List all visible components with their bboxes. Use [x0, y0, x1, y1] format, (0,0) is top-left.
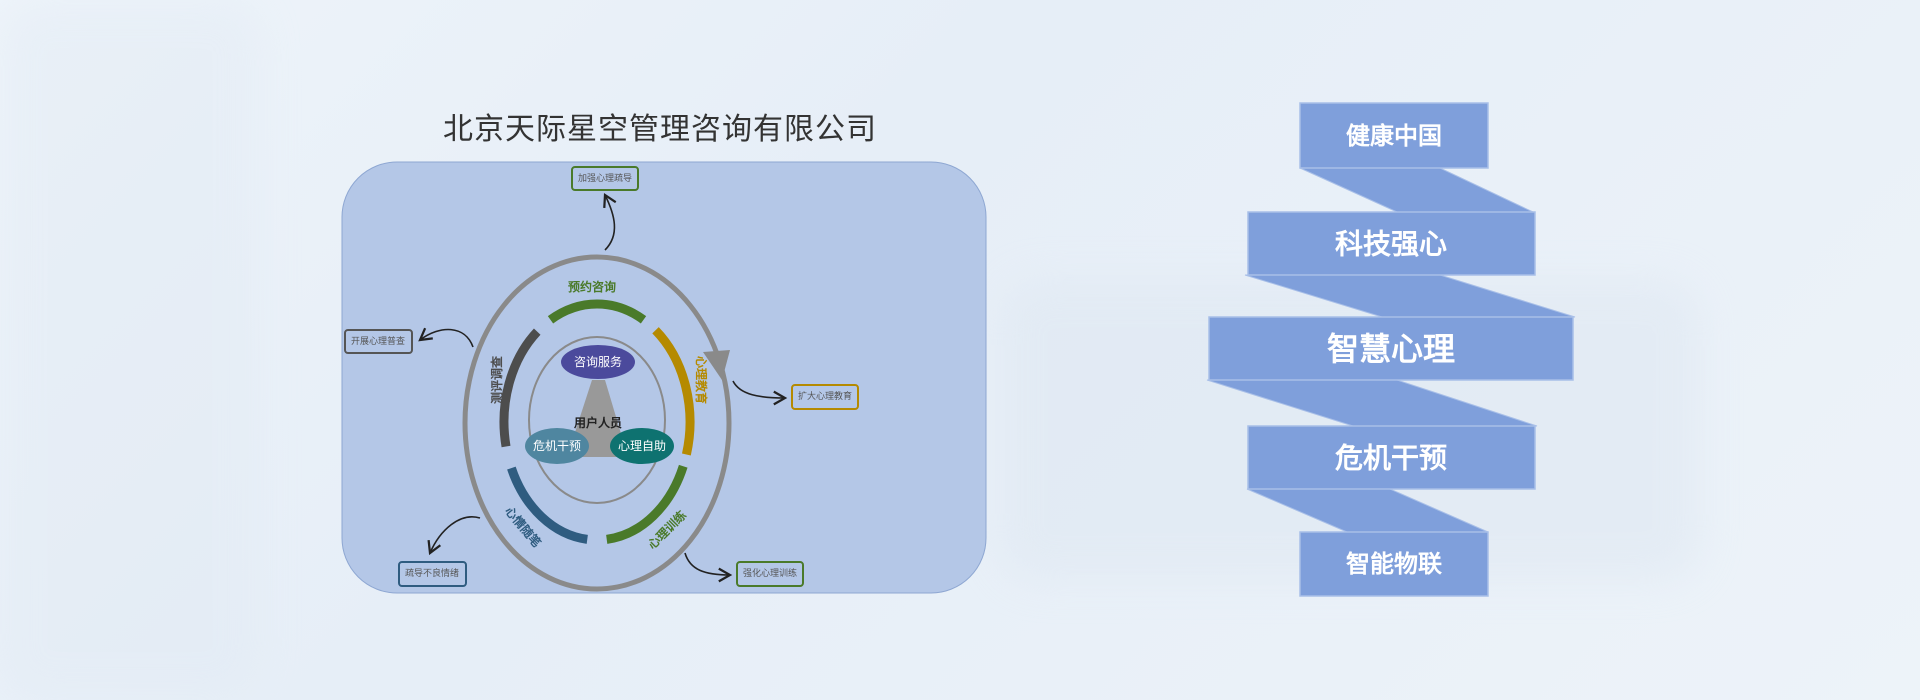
- cycle-arrowhead-icon: [703, 350, 730, 380]
- outcome-box-bottom-left: [398, 561, 467, 587]
- node-crisis: [525, 428, 589, 464]
- ribbon-item-health-china: [1299, 102, 1489, 169]
- arrow-bottom-left-icon: [427, 516, 481, 556]
- company-title: 北京天际星空管理咨询有限公司: [443, 112, 877, 147]
- diagram-panel: [341, 161, 987, 594]
- arc-education: [652, 327, 695, 456]
- background-decoration: [0, 0, 260, 700]
- outcome-box-top: [571, 166, 639, 191]
- node-consulting: [561, 345, 635, 379]
- ribbon-fold: [1246, 488, 1489, 533]
- ribbon-item-smart-psychology: [1208, 316, 1574, 381]
- inner-ring: [528, 336, 666, 504]
- outcome-left-label: 开展心理普查: [351, 335, 405, 347]
- node-consulting-label: 咨询服务: [574, 354, 622, 369]
- arrow-up-icon: [603, 192, 617, 251]
- ribbon-label: 科技强心: [1335, 228, 1447, 261]
- outcome-box-left: [344, 329, 413, 354]
- arc-label-appointment: 预约咨询: [568, 279, 616, 294]
- ribbon-item-tech: [1247, 211, 1536, 276]
- arc-label-assessment: 测评调查: [489, 355, 504, 404]
- outcome-top-label: 加强心理疏导: [578, 172, 632, 184]
- outcome-box-right: [791, 384, 859, 410]
- arrow-right-icon: [732, 380, 788, 406]
- ribbon-label: 健康中国: [1346, 122, 1442, 150]
- outcome-box-bottom-right: [736, 561, 804, 587]
- arrow-bottom-right-icon: [684, 552, 733, 583]
- outer-cycle-ring: [462, 254, 732, 592]
- arrow-left-icon: [418, 327, 474, 348]
- center-label: 用户人员: [573, 415, 622, 430]
- ribbon-fold: [1206, 379, 1538, 427]
- ribbon-item-iot: [1299, 531, 1489, 597]
- ribbon-item-crisis: [1247, 425, 1536, 490]
- arc-training: [606, 464, 688, 544]
- ribbon-label: 智慧心理: [1327, 330, 1455, 368]
- outcome-bottom-right-label: 强化心理训练: [743, 567, 797, 579]
- ribbon-fold: [1299, 167, 1534, 213]
- ribbon-label: 危机干预: [1335, 442, 1447, 475]
- arc-assessment: [499, 328, 541, 448]
- ribbon-fold: [1244, 274, 1576, 318]
- arc-label-education: 心理教育: [694, 356, 709, 404]
- node-crisis-label: 危机干预: [533, 439, 581, 453]
- ribbon-label: 智能物联: [1346, 550, 1442, 578]
- node-self-help-label: 心理自助: [618, 439, 666, 453]
- outcome-right-label: 扩大心理教育: [798, 390, 852, 402]
- node-self-help: [610, 428, 674, 464]
- arc-appointment: [547, 299, 647, 324]
- outcome-bottom-left-label: 疏导不良情绪: [405, 567, 459, 579]
- arc-mood-journal: [507, 466, 588, 544]
